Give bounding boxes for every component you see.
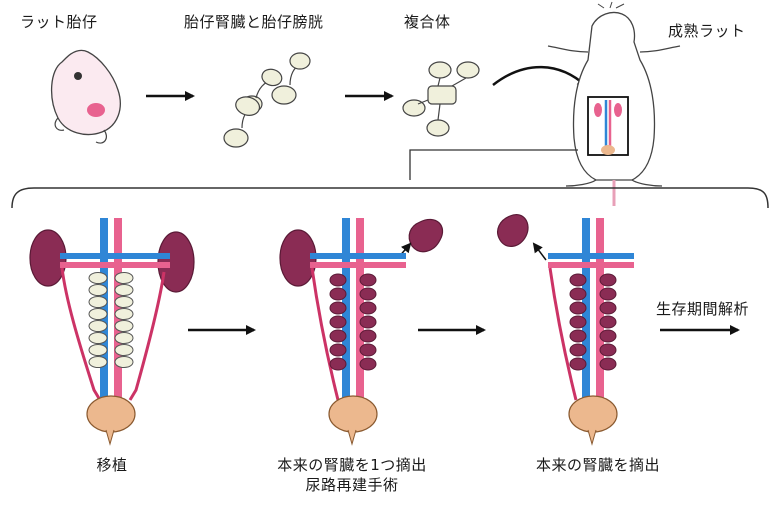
- organ-complex-illustration: [402, 61, 480, 137]
- label-fetal-organs: 胎仔腎臓と胎仔膀胱: [184, 13, 324, 31]
- adult-rat-illustration: [547, 1, 681, 206]
- zoom-bracket: [11, 187, 769, 209]
- label-adult-rat: 成熟ラット: [668, 22, 746, 40]
- rat-embryo-illustration: [50, 49, 121, 144]
- fetal-organs-illustration: [223, 52, 311, 148]
- panel-unilateral-nephrectomy: [279, 218, 444, 446]
- arrow-complex-to-rat: [492, 65, 588, 88]
- label-survival-analysis: 生存期間解析: [656, 300, 750, 318]
- panel-bilateral-nephrectomy: [497, 214, 634, 446]
- label-step-urinary-reconstruction: 尿路再建手術: [305, 476, 399, 494]
- label-step-bilateral-nephrectomy: 本来の腎臓を摘出: [535, 456, 661, 474]
- label-step-unilateral-nephrectomy: 本来の腎臓を1つ摘出: [277, 456, 427, 474]
- label-complex: 複合体: [404, 13, 451, 31]
- zoom-connector: [409, 149, 578, 180]
- panel-transplant: [29, 218, 195, 446]
- label-step-transplant: 移植: [96, 456, 128, 474]
- label-rat-embryo: ラット胎仔: [20, 13, 98, 31]
